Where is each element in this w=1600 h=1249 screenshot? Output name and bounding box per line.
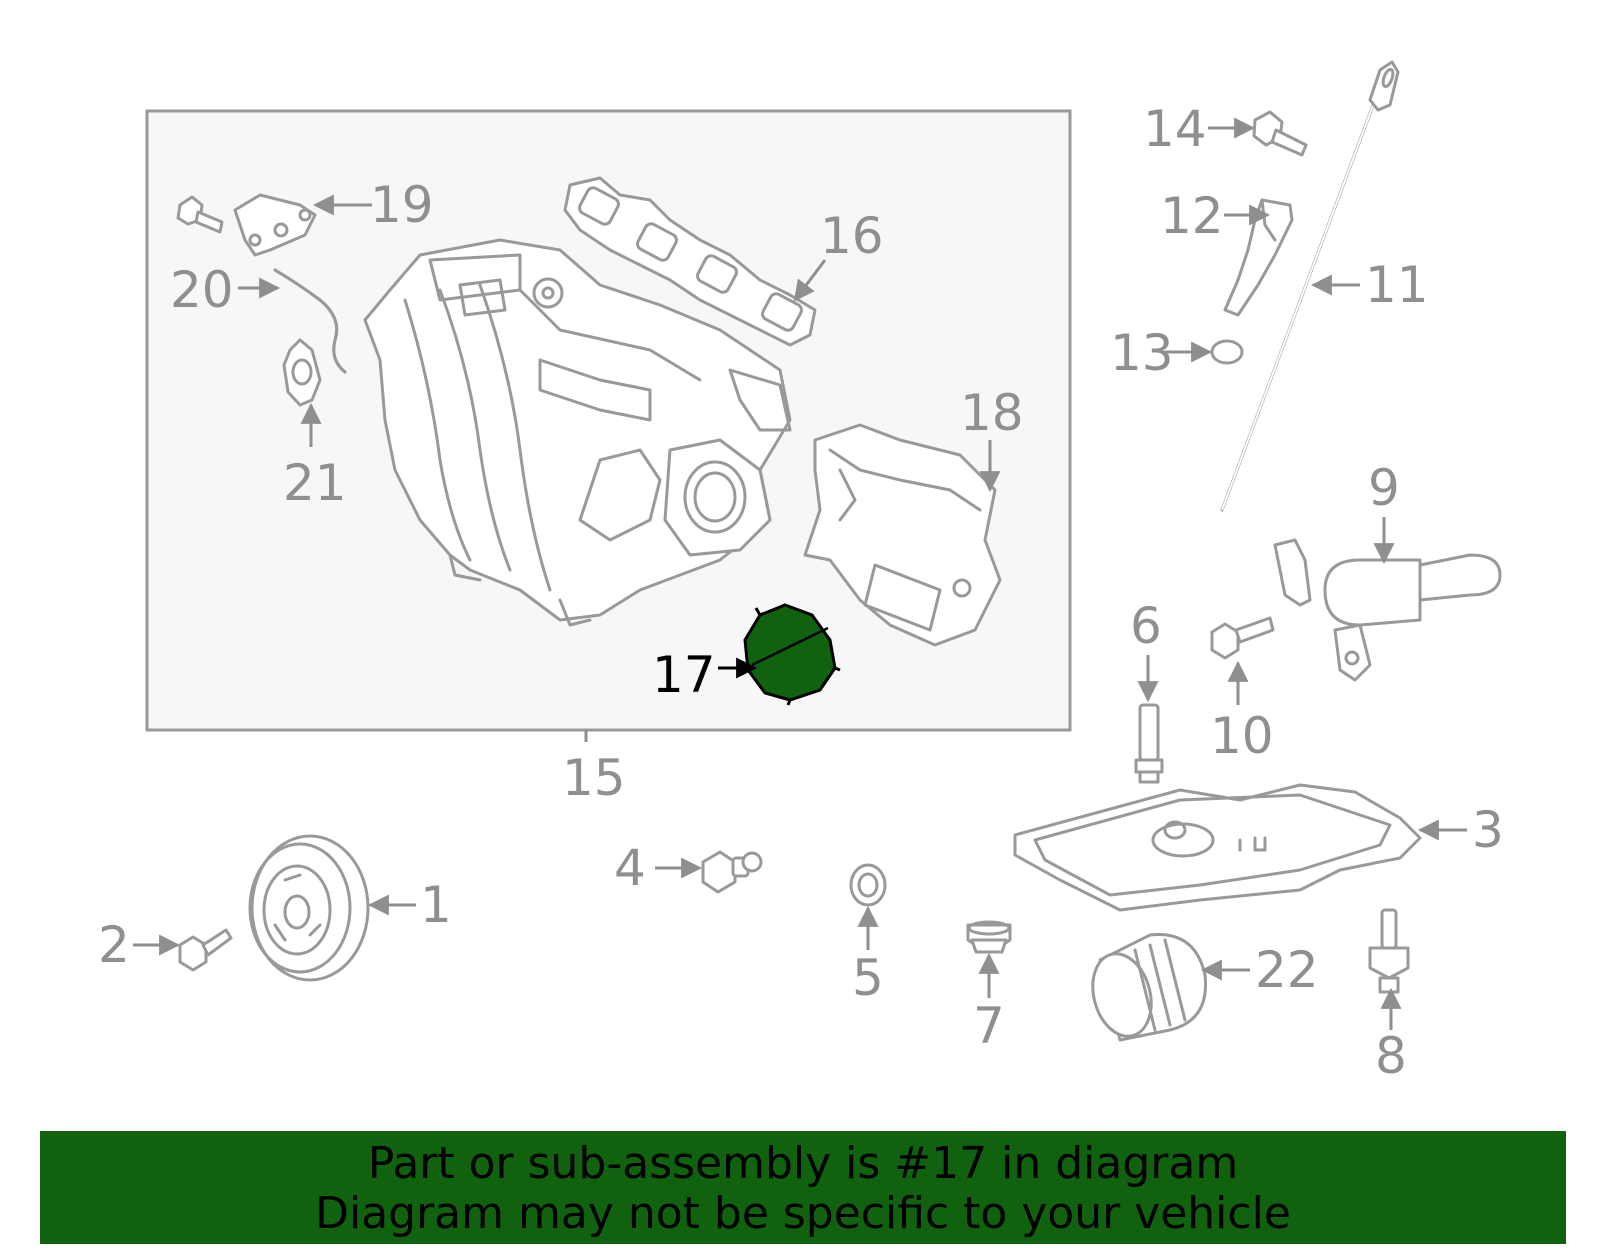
callout-1: 1 xyxy=(420,876,452,934)
callout-5: 5 xyxy=(852,949,884,1007)
callout-16: 16 xyxy=(820,207,884,265)
stud-8 xyxy=(1368,908,1410,994)
callout-22: 22 xyxy=(1255,941,1319,999)
bolt-19 xyxy=(176,195,224,234)
callout-15: 15 xyxy=(562,749,626,807)
o-ring-13 xyxy=(1210,339,1244,365)
callout-6: 6 xyxy=(1130,597,1162,655)
callout-8: 8 xyxy=(1375,1027,1407,1085)
oil-control-valve-9 xyxy=(1273,538,1502,682)
crankshaft-pulley-1 xyxy=(248,834,370,982)
bolt-14 xyxy=(1252,110,1308,157)
washer-5 xyxy=(849,863,887,907)
callout-14: 14 xyxy=(1143,100,1207,158)
callout-21: 21 xyxy=(283,454,347,512)
callout-13: 13 xyxy=(1110,324,1174,382)
callout-10: 10 xyxy=(1210,707,1274,765)
gasket-21 xyxy=(282,338,322,407)
bracket-19 xyxy=(233,193,317,257)
callout-7: 7 xyxy=(973,997,1005,1055)
bolt-10 xyxy=(1210,616,1275,660)
callout-9: 9 xyxy=(1368,459,1400,517)
info-banner: Part or sub-assembly is #17 in diagram D… xyxy=(40,1131,1566,1244)
callout-12: 12 xyxy=(1160,187,1224,245)
banner-line-1: Part or sub-assembly is #17 in diagram xyxy=(367,1138,1239,1189)
callout-2: 2 xyxy=(98,916,130,974)
bolt-2 xyxy=(178,928,233,972)
oil-pan-3 xyxy=(1013,783,1422,912)
manifold-gasket xyxy=(563,176,817,347)
dipstick-11 xyxy=(1220,60,1400,512)
banner-line-2: Diagram may not be specific to your vehi… xyxy=(315,1188,1291,1239)
drain-plug-7 xyxy=(966,920,1012,954)
oil-filter-22 xyxy=(1091,933,1208,1042)
callout-arrows xyxy=(133,117,1467,1030)
callout-19: 19 xyxy=(370,176,434,234)
sensor-4 xyxy=(701,850,763,894)
callout-18: 18 xyxy=(960,384,1024,442)
callout-20: 20 xyxy=(170,261,234,319)
callout-3: 3 xyxy=(1472,801,1504,859)
stud-6 xyxy=(1134,703,1164,784)
callout-4: 4 xyxy=(614,839,646,897)
dipstick-guide-12 xyxy=(1223,198,1294,317)
intake-manifold xyxy=(363,238,792,627)
engine-cover-18 xyxy=(803,423,1002,647)
callout-11: 11 xyxy=(1365,256,1429,314)
callout-17: 17 xyxy=(652,646,716,704)
